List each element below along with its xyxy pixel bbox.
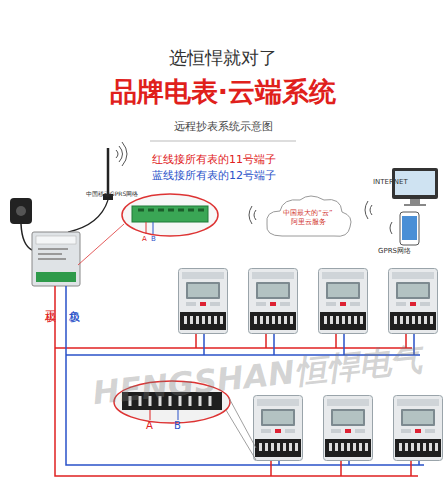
electric-meter	[324, 396, 373, 461]
signal-waves	[365, 201, 372, 219]
electric-meter	[249, 269, 298, 334]
phone-screen	[402, 216, 417, 240]
antenna-cable	[68, 200, 108, 232]
zoom-ellipse	[122, 194, 218, 236]
concentrator-marking	[38, 258, 66, 260]
monitor-stand	[410, 199, 420, 204]
terminal-screws	[138, 209, 204, 212]
wire-a	[150, 410, 151, 420]
network-label: GPRS网络	[378, 247, 411, 255]
polarity-label: 正极	[43, 302, 56, 304]
blue-bus	[66, 286, 424, 465]
cloud-outline	[267, 196, 351, 236]
main-title: 品牌电表·云端系统	[0, 76, 446, 107]
zoom-leader	[226, 410, 256, 460]
electric-meter	[389, 269, 438, 334]
cloud-node: 中国最大的“云” 阿里云服务	[262, 193, 354, 241]
electric-meter	[319, 269, 368, 334]
concentrator-marking	[38, 253, 62, 255]
wire-a	[146, 222, 147, 234]
polarity-label: 负极	[67, 302, 80, 304]
zoom-leader	[78, 224, 124, 265]
terminal-name: A	[146, 420, 153, 432]
clamp-hole	[16, 206, 26, 216]
concentrator-terminal	[36, 272, 76, 282]
signal-waves	[249, 206, 256, 224]
electric-meter	[254, 396, 303, 461]
phone	[400, 212, 419, 245]
monitor-foot	[404, 204, 426, 206]
wire-b	[153, 222, 154, 234]
concentrator-box	[32, 232, 80, 286]
signal-waves	[390, 222, 392, 234]
zoom-leader	[229, 398, 256, 448]
slogan: 选恒悍就对了	[0, 48, 446, 69]
concentrator-plate	[36, 236, 76, 244]
wiring-note: 红线接所有表的11号端子	[152, 154, 276, 167]
electric-meter	[179, 269, 228, 334]
signal-waves	[116, 142, 127, 166]
current-clamp	[10, 198, 32, 224]
terminal-name: B	[174, 420, 181, 432]
clamp-cable	[21, 224, 32, 250]
network-label: 中国移动GPRS网络	[86, 191, 138, 198]
wiring-note: 蓝线接所有表的12号端子	[152, 170, 276, 183]
subtitle: 远程抄表系统示意图	[0, 121, 446, 134]
antenna-rod	[107, 148, 110, 196]
terminal-name: A	[142, 235, 147, 243]
terminal-name: B	[151, 235, 156, 243]
cloud-text: 中国最大的“云” 阿里云服务	[279, 209, 337, 227]
red-drop	[271, 460, 411, 476]
subtitle-rule	[150, 141, 296, 142]
electric-meter	[394, 396, 443, 461]
terminal-block	[132, 206, 208, 222]
concentrator-marking	[38, 248, 68, 250]
wire-b	[178, 410, 179, 420]
network-label: INTERNET	[373, 178, 408, 186]
